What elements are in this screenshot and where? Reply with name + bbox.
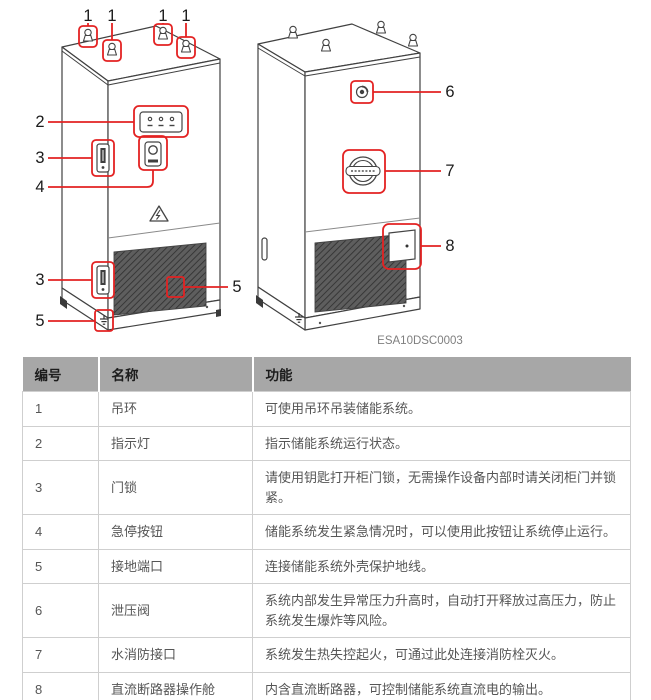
cell-name: 门锁 (98, 460, 253, 515)
cell-function: 连接储能系统外壳保护地线。 (252, 548, 631, 584)
table-row: 2 指示灯 指示储能系统运行状态。 (22, 425, 631, 461)
lifting-eye (157, 26, 169, 40)
cell-name: 指示灯 (98, 425, 253, 461)
cell-number: 4 (22, 514, 99, 550)
cell-name: 直流断路器操作舱 (98, 671, 253, 700)
component-spec-table: 编号 名称 功能 1 吊环 可使用吊环吊装储能系统。 2 指示灯 指示储能系统运… (22, 357, 631, 700)
header-function: 功能 (252, 357, 631, 392)
lifting-eye (82, 28, 94, 42)
pressure-relief-valve (355, 85, 369, 99)
lifting-eye (180, 39, 192, 53)
cell-function: 请使用钥匙打开柜门锁，无需操作设备内部时请关闭柜门并锁紧。 (252, 460, 631, 515)
cabinet-base-left (61, 287, 109, 331)
callout-number-6: 6 (445, 83, 454, 101)
cell-number: 6 (22, 583, 99, 638)
callout-number-1: 1 (181, 7, 190, 25)
top-rim-edge (61, 50, 221, 86)
cell-number: 1 (22, 391, 99, 427)
callout-number-3: 3 (35, 271, 44, 289)
cell-name: 急停按钮 (98, 514, 253, 550)
callout-number-5: 5 (232, 278, 241, 296)
callout-ground-port-base: 5 (35, 309, 114, 332)
callout-breaker-compartment: 8 (382, 223, 455, 270)
callout-number-8: 8 (445, 237, 454, 255)
cell-number: 2 (22, 425, 99, 461)
base-screw (205, 305, 209, 309)
front-panel-seam (107, 222, 221, 239)
header-name: 名称 (98, 357, 254, 392)
cell-number: 5 (22, 548, 99, 584)
callout-lifting-eyes: 1 1 1 1 (78, 7, 196, 62)
cell-function: 内含直流断路器，可控制储能系统直流电的输出。 (252, 671, 631, 700)
indicator-led-icons (147, 116, 175, 127)
callout-door-lock-lower: 3 (35, 261, 115, 299)
indicator-panel (139, 111, 183, 133)
leveling-foot (256, 295, 263, 308)
ventilation-grille-front (113, 242, 207, 316)
callout-estop: 4 (35, 135, 168, 196)
callout-number-1: 1 (158, 7, 167, 25)
cell-number: 3 (22, 460, 99, 515)
estop-button (144, 141, 162, 167)
leveling-foot (60, 296, 67, 309)
callout-relief-valve: 6 (350, 80, 455, 104)
lifting-eye (287, 25, 299, 39)
header-number: 编号 (22, 357, 100, 392)
top-rim-edge (257, 47, 421, 77)
lifting-eye (375, 20, 387, 34)
side-handle-slot (261, 237, 268, 261)
rear-panel-seam (304, 217, 421, 233)
lifting-eye (106, 42, 118, 56)
cell-name: 泄压阀 (98, 583, 253, 638)
base-screw (402, 304, 406, 308)
callout-door-lock-upper: 3 (35, 139, 115, 177)
callout-number-4: 4 (35, 178, 44, 196)
cell-name: 水消防接口 (98, 637, 253, 673)
cabinet-base-side (257, 286, 306, 331)
cell-function: 指示储能系统运行状态。 (252, 425, 631, 461)
warning-triangle-icon (149, 205, 169, 222)
callout-number-5: 5 (35, 312, 44, 330)
ess-cabinet-diagram: 1 1 1 1 2 3 (35, 7, 463, 347)
table-row: 7 水消防接口 系统发生热失控起火，可通过此处连接消防栓灭火。 (22, 637, 631, 673)
cell-function: 系统内部发生异常压力升高时，自动打开释放过高压力，防止系统发生爆炸等风险。 (252, 583, 631, 638)
cell-name: 吊环 (98, 391, 253, 427)
leveling-foot (216, 309, 221, 317)
cell-function: 可使用吊环吊装储能系统。 (252, 391, 631, 427)
cabinet-rear-view (256, 20, 421, 331)
door-lock-upper (96, 143, 110, 173)
table-row: 8 直流断路器操作舱 内含直流断路器，可控制储能系统直流电的输出。 (22, 671, 631, 700)
table-row: 3 门锁 请使用钥匙打开柜门锁，无需操作设备内部时请关闭柜门并锁紧。 (22, 460, 631, 515)
table-row: 5 接地端口 连接储能系统外壳保护地线。 (22, 548, 631, 584)
lifting-eye (407, 33, 419, 47)
callouts: 1 1 1 1 2 3 (35, 7, 455, 332)
cell-number: 7 (22, 637, 99, 673)
callout-number-1: 1 (83, 7, 92, 25)
cell-number: 8 (22, 671, 99, 700)
door-lock-lower (96, 265, 110, 295)
figure-code: ESA10DSC0003 (377, 335, 463, 347)
water-fire-port (345, 156, 381, 186)
cabinet-front-view (60, 25, 221, 331)
table-header-row: 编号 名称 功能 (22, 357, 631, 392)
cell-name: 接地端口 (98, 548, 253, 584)
callout-number-1: 1 (107, 7, 116, 25)
callout-ground-port-front: 5 (166, 276, 242, 298)
table-row: 1 吊环 可使用吊环吊装储能系统。 (22, 391, 631, 427)
table-row: 6 泄压阀 系统内部发生异常压力升高时，自动打开释放过高压力，防止系统发生爆炸等… (22, 583, 631, 638)
table-row: 4 急停按钮 储能系统发生紧急情况时，可以使用此按钮让系统停止运行。 (22, 514, 631, 550)
base-screw (318, 321, 322, 325)
callout-number-3: 3 (35, 149, 44, 167)
callout-number-2: 2 (35, 113, 44, 131)
dc-breaker-compartment (388, 229, 416, 263)
cabinet-side-face (257, 43, 306, 319)
cell-function: 储能系统发生紧急情况时，可以使用此按钮让系统停止运行。 (252, 514, 631, 550)
lifting-eye (320, 38, 332, 52)
callout-indicator: 2 (35, 105, 189, 138)
cell-function: 系统发生热失控起火，可通过此处连接消防栓灭火。 (252, 637, 631, 673)
callout-fire-port: 7 (342, 149, 455, 194)
callout-number-7: 7 (445, 162, 454, 180)
